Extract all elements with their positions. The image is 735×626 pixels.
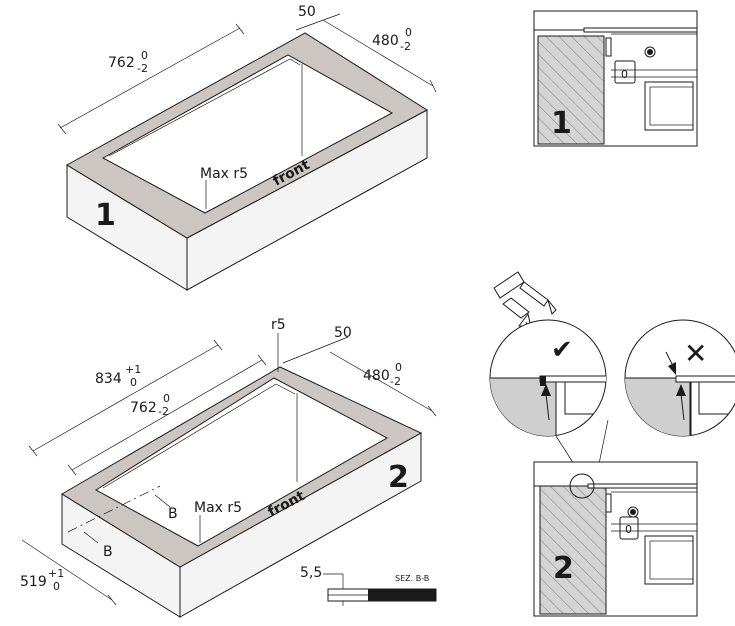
fixing-bracket — [619, 516, 639, 540]
dimension-line-outer-length — [32, 344, 219, 452]
outer-width-tol-lower: 0 — [53, 580, 60, 593]
length-label: 762 — [130, 400, 157, 416]
bracket-marker: 0 — [625, 523, 632, 536]
hob-housing-inner — [649, 540, 694, 580]
bracket-marker: 0 — [621, 68, 628, 81]
dimension-tick — [235, 23, 245, 35]
outer-width-label: 519 — [20, 574, 47, 590]
figure-1-cutout-drawing: 762 0 -2 480 0 -2 50 Max r5 front 1 — [57, 4, 437, 291]
length-tol-lower: -2 — [137, 62, 148, 75]
screw-icon — [630, 509, 636, 515]
dimension-tick — [429, 79, 437, 93]
hob-glass — [675, 375, 735, 383]
dimension-line-width — [329, 351, 433, 412]
fixing-bracket — [614, 60, 636, 84]
dimension-tick — [427, 405, 437, 417]
worktop-section — [539, 485, 607, 615]
section-mark-top: B — [168, 506, 178, 522]
detail-number: 1 — [551, 106, 572, 141]
pointer-arrow-shaft — [545, 393, 550, 421]
figure-2-cutout-drawing: 834 +1 0 762 0 -2 480 0 -2 50 r5 519 +1 … — [20, 317, 437, 618]
length-label: 762 — [108, 55, 135, 71]
corner-radius-label: Max r5 — [194, 500, 242, 516]
cross-icon: ✕ — [684, 337, 707, 370]
pointer-arrow-shaft — [665, 351, 673, 365]
width-label: 480 — [372, 33, 399, 49]
outer-width-tol-upper: +1 — [48, 567, 64, 580]
cutout-opening — [101, 54, 394, 214]
hob-glass — [587, 483, 698, 489]
figure-number: 1 — [95, 198, 116, 233]
width-tol-upper: 0 — [405, 26, 412, 39]
rim-dimension-line — [282, 336, 349, 364]
screw-ring-icon — [644, 46, 656, 58]
length-tol-upper: 0 — [163, 392, 170, 405]
outer-length-tol-upper: +1 — [125, 363, 141, 376]
hob-glass — [539, 375, 606, 383]
cutout-opening — [95, 377, 389, 547]
detail-number: 2 — [553, 551, 574, 586]
dimension-tick — [57, 123, 67, 135]
section-mark-bottom: B — [103, 544, 113, 560]
outer-length-tol-lower: 0 — [130, 376, 137, 389]
corner-radius-label: Max r5 — [200, 166, 248, 182]
length-tol-lower: -2 — [158, 405, 169, 418]
figure-number: 2 — [388, 460, 409, 495]
incorrect-sealing-detail: ✕ — [624, 319, 735, 437]
outer-length-label: 834 — [95, 371, 122, 387]
correct-sealing-detail: ✔ — [489, 319, 607, 437]
section-line — [67, 485, 161, 533]
section-title: SEZ. B-B — [395, 574, 429, 583]
detail-1-side-view: 0 1 — [533, 10, 698, 147]
dimension-line-length — [59, 27, 241, 129]
screw-icon — [647, 49, 653, 55]
detail-2-side-view: 0 2 — [533, 461, 698, 617]
hob-glass — [583, 27, 698, 33]
pointer-arrow-icon — [668, 362, 676, 375]
section-value-label: 5,5 — [300, 565, 322, 581]
section-arrow — [154, 494, 171, 508]
hob-housing — [644, 535, 694, 585]
zoom-circle — [569, 473, 595, 499]
dimension-line-width — [322, 19, 434, 87]
pointer-arrow-icon — [676, 384, 686, 396]
width-tol-lower: -2 — [390, 375, 401, 388]
dimension-tick — [67, 464, 77, 476]
rim-label: 50 — [298, 4, 316, 20]
dimension-tick — [107, 594, 117, 606]
length-tol-upper: 0 — [141, 49, 148, 62]
pointer-arrow-shaft — [680, 393, 685, 421]
width-label: 480 — [363, 368, 390, 384]
worktop-section — [537, 35, 605, 145]
dimension-tick — [213, 339, 223, 351]
check-icon: ✔ — [551, 335, 573, 365]
rim-label: 50 — [334, 325, 352, 341]
cutout-inner-edge — [108, 58, 301, 157]
dimension-tick — [28, 445, 38, 457]
rim-dimension-line — [295, 13, 341, 31]
hob-housing — [644, 81, 694, 131]
top-radius-label: r5 — [271, 317, 286, 333]
width-tol-lower: -2 — [400, 40, 411, 53]
sealant-bead — [540, 376, 546, 386]
hob-edge — [605, 493, 612, 513]
hob-edge — [605, 37, 612, 57]
dimension-line-length — [71, 359, 263, 471]
section-arrow — [83, 531, 99, 544]
dimension-tick — [257, 354, 267, 366]
dimension-line-outer-width — [21, 539, 113, 601]
pointer-arrow-icon — [541, 384, 551, 396]
hob-housing-inner — [649, 86, 694, 126]
width-tol-upper: 0 — [395, 361, 402, 374]
cutout-inner-edge — [102, 383, 296, 489]
section-rebate — [368, 589, 436, 601]
